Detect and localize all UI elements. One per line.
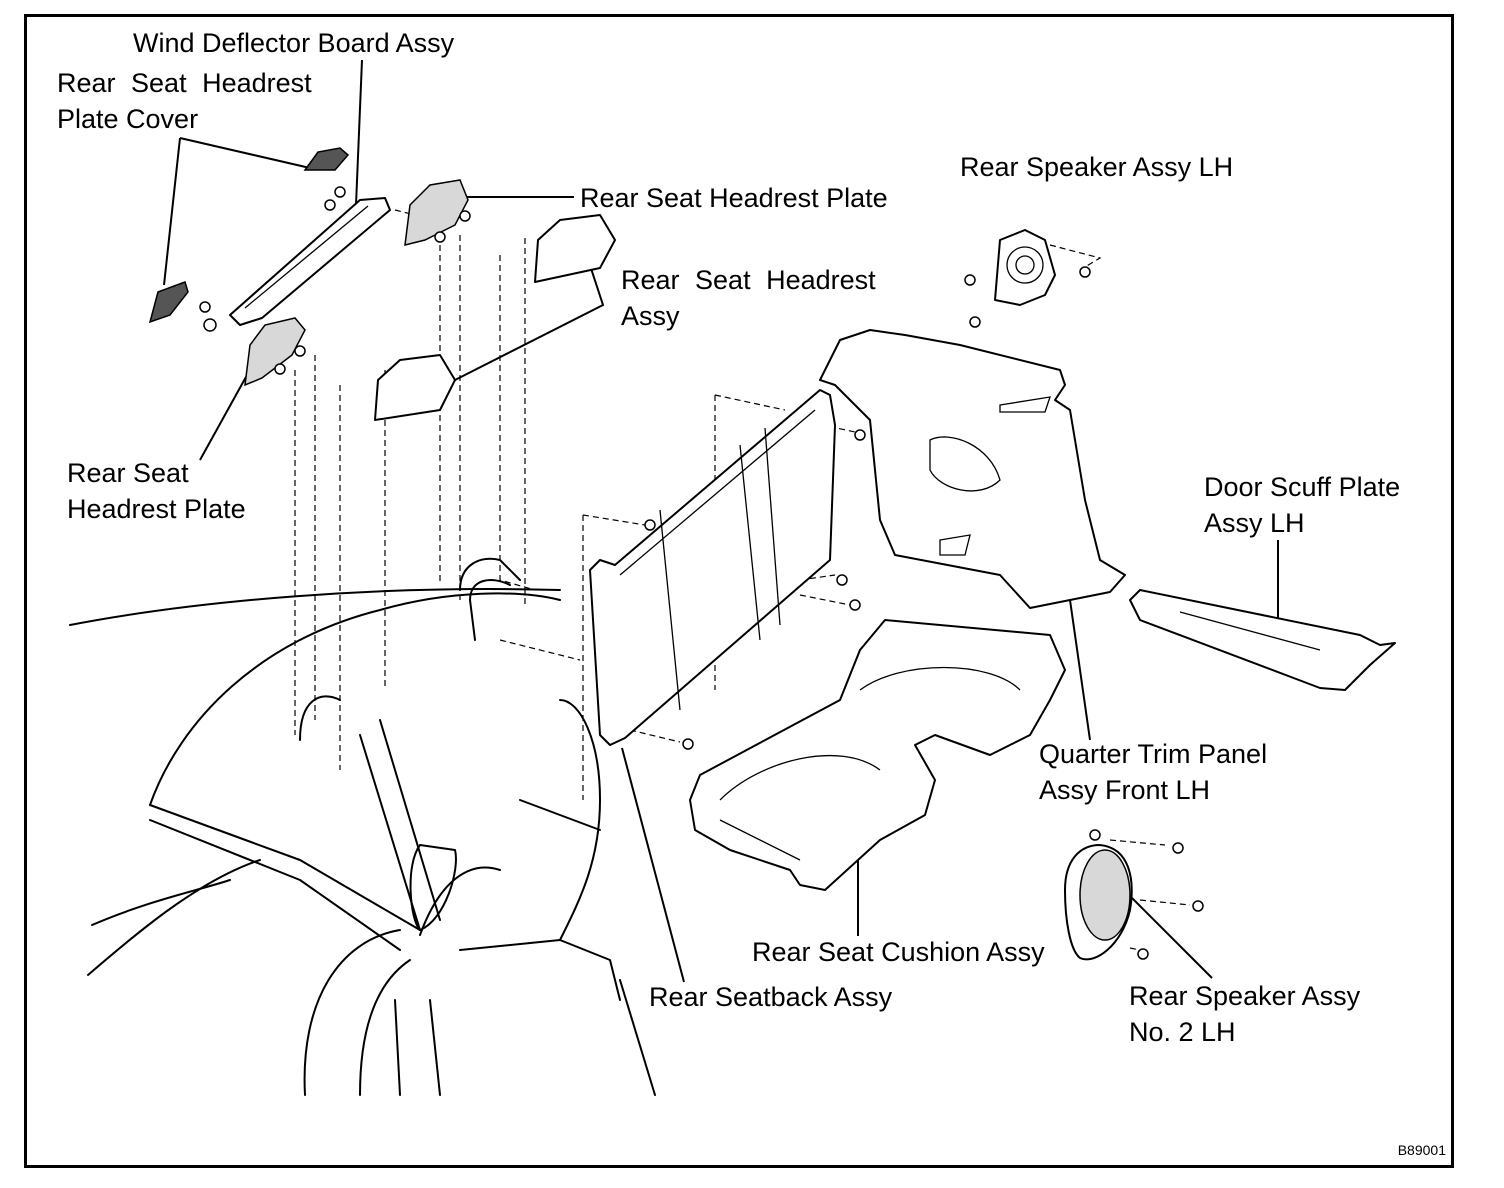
headrest-plate-cover-lower [148, 281, 189, 324]
label-quarter-trim-line1: Quarter Trim Panel [1039, 739, 1268, 769]
wind-deflector-board [229, 197, 391, 326]
rear-seatback [589, 389, 836, 746]
headrest-assy-left [374, 354, 456, 421]
label-rear-seatback: Rear Seatback Assy [649, 982, 893, 1012]
headrest-plate-cover-upper [303, 147, 350, 171]
label-rear-seat-cushion: Rear Seat Cushion Assy [752, 937, 1045, 967]
label-headrest-plate-left-line2: Headrest Plate [67, 494, 246, 524]
label-headrest-assy-line1: Rear Seat Headrest [621, 265, 876, 295]
rear-speaker-no2-lh [1064, 829, 1204, 961]
label-headrest-plate-left-line1: Rear Seat [67, 458, 189, 488]
diagram-frame [24, 14, 1454, 1168]
vehicle-body [69, 557, 656, 1096]
label-door-scuff-line2: Assy LH [1204, 508, 1305, 538]
quarter-trim-panel [819, 329, 1126, 609]
label-headrest-plate-cover-line2: Plate Cover [57, 104, 199, 134]
label-wind-deflector-board: Wind Deflector Board Assy [133, 28, 455, 58]
rear-speaker-lh [964, 229, 1091, 328]
label-rear-speaker-lh: Rear Speaker Assy LH [960, 152, 1234, 182]
label-quarter-trim-line2: Assy Front LH [1039, 775, 1211, 805]
label-headrest-assy-line2: Assy [621, 301, 680, 331]
headrest-plate-left [244, 317, 306, 387]
fasteners-headrest [199, 186, 471, 375]
label-door-scuff-line1: Door Scuff Plate [1204, 472, 1401, 502]
headrest-assy-right [534, 214, 616, 283]
fasteners-misc [682, 429, 866, 750]
label-rear-speaker-no2-line2: No. 2 LH [1129, 1017, 1236, 1047]
figure-code: B89001 [1397, 1142, 1446, 1158]
label-headrest-plate-cover-line1: Rear Seat Headrest [57, 68, 312, 98]
label-rear-speaker-no2-line1: Rear Speaker Assy [1129, 981, 1361, 1011]
rear-seat-cushion [689, 619, 1066, 891]
label-headrest-plate-top: Rear Seat Headrest Plate [580, 183, 888, 213]
headrest-plate-top [404, 179, 469, 246]
door-scuff-plate [1129, 589, 1396, 691]
